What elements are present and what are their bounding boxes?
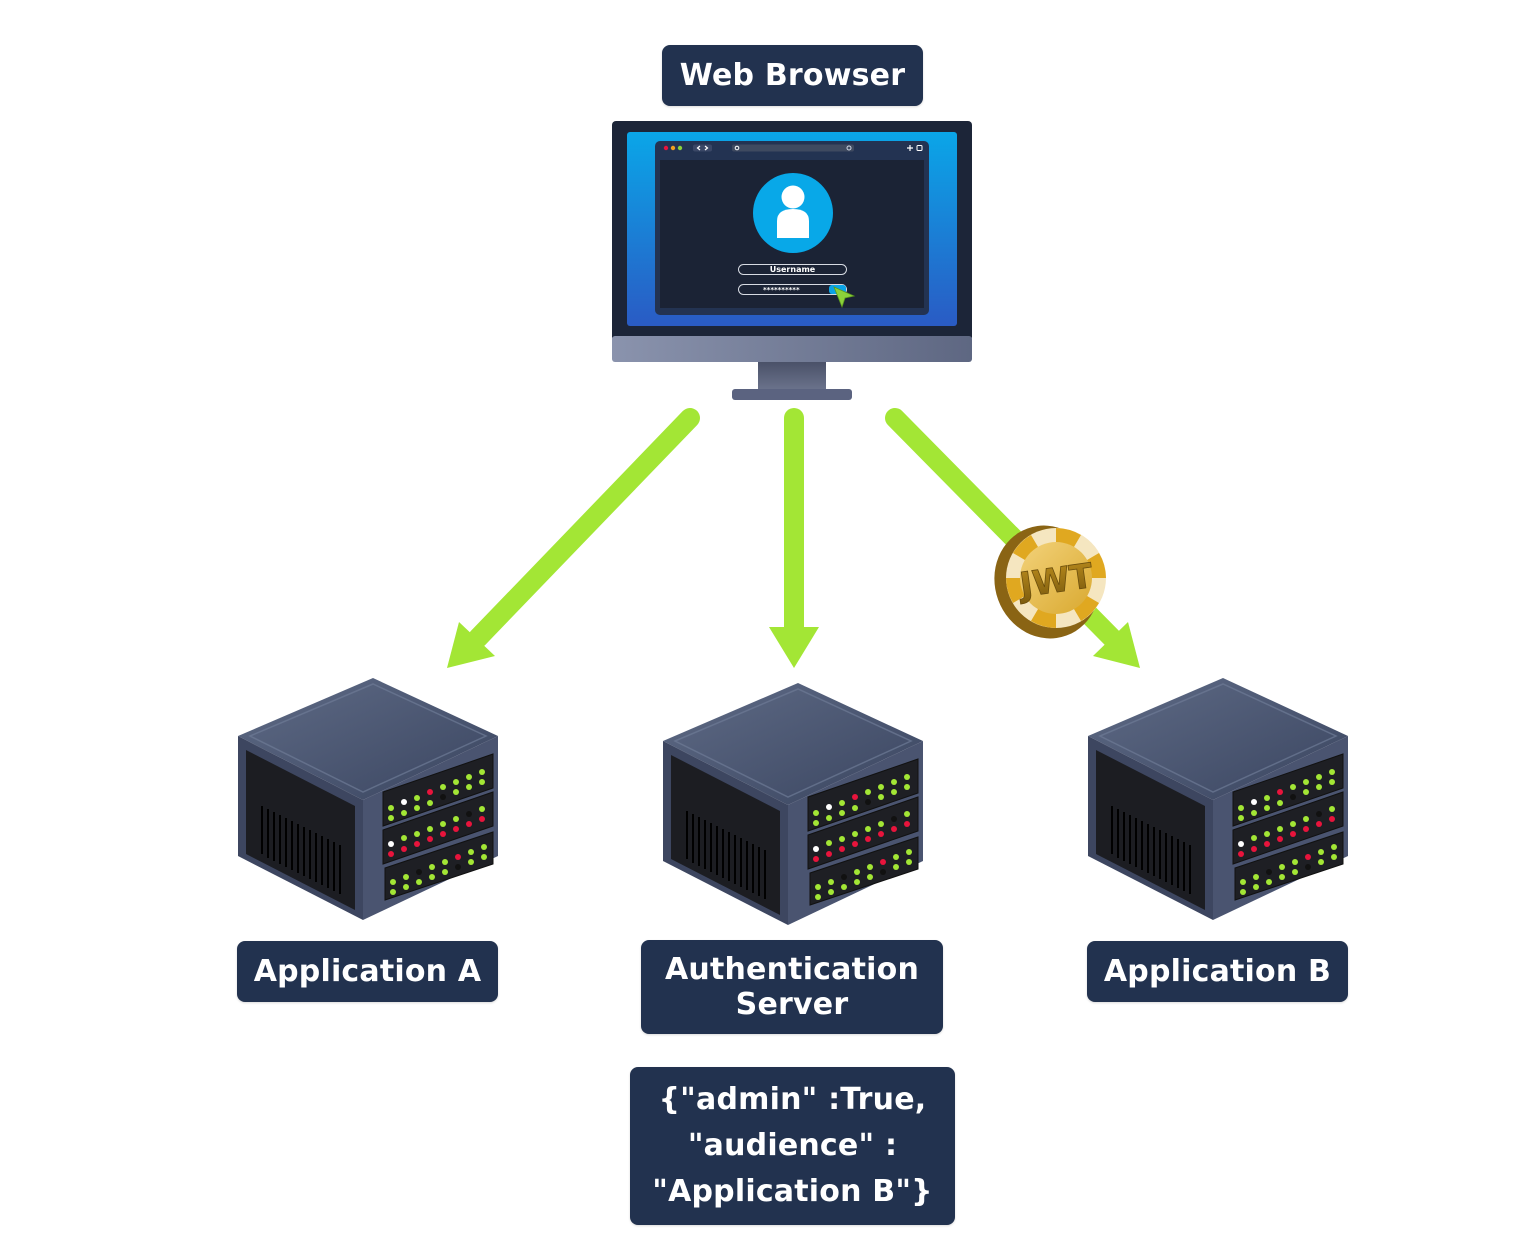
application-a-label-text: Application A [253,954,482,989]
jwt-payload-box: {"admin" :True, "audience" : "Applicatio… [630,1067,955,1225]
refresh-icon[interactable] [846,145,852,151]
password-field-value: ********** [763,285,800,294]
authentication-server-label-line1: Authentication [664,952,920,987]
web-browser-label-text: Web Browser [679,58,906,93]
application-b-label-text: Application B [1103,954,1332,989]
authentication-server-label: Authentication Server [641,940,943,1034]
jwt-payload-line1: {"admin" :True, [658,1082,927,1117]
user-avatar-icon [753,173,833,253]
tabs-icon[interactable] [916,145,923,151]
server-application-b [1087,677,1349,921]
application-b-label: Application B [1087,941,1348,1002]
window-controls-icon[interactable] [663,145,683,151]
jwt-text: JWT [1015,556,1096,606]
server-authentication [662,682,924,926]
authentication-server-label-line2: Server [735,987,849,1022]
monitor-chin [612,336,972,362]
web-browser-monitor [612,121,972,400]
search-icon [734,145,740,151]
nav-arrows-icon[interactable] [693,144,712,152]
server-application-a [237,677,499,921]
username-field[interactable]: Username [738,264,847,275]
jwt-payload-line3: "Application B"} [652,1174,933,1209]
username-field-label: Username [769,265,816,274]
web-browser-label: Web Browser [662,45,923,106]
monitor-stand [758,362,826,390]
cursor-icon [833,286,856,309]
browser-window [655,141,929,315]
jwt-token-coin: JWT [994,525,1106,639]
monitor-base [732,389,852,400]
address-bar[interactable] [732,144,854,152]
application-a-label: Application A [237,941,498,1002]
password-field[interactable]: ********** [738,284,847,295]
jwt-payload-line2: "audience" : [687,1128,898,1163]
new-tab-icon[interactable] [907,145,913,151]
arrow-to-application-a [447,408,700,668]
arrow-to-authentication-server [769,408,819,668]
